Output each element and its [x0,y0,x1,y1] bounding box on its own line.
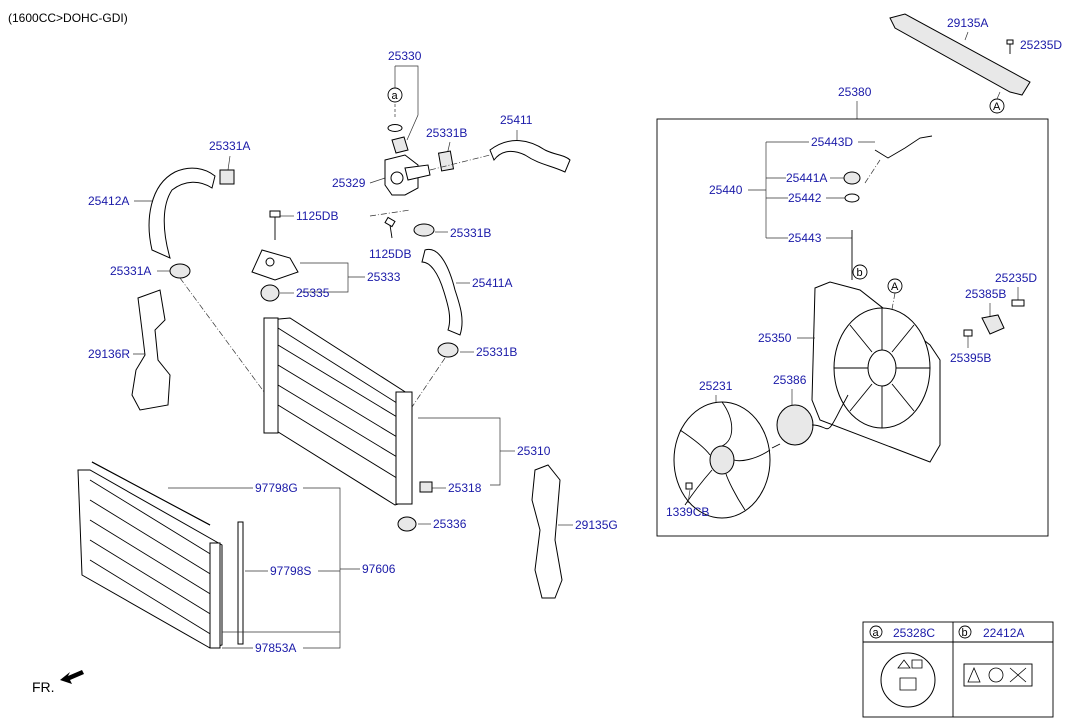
callout-A-fan-text: A [891,281,899,293]
lower-hose [148,167,216,259]
clamp-25331b-mid: 25331B [413,223,491,240]
callout-b [852,264,868,280]
label-97798g[interactable]: 97798G [255,481,298,495]
upper-hose-25411: 25411 [489,113,571,173]
label-29135g[interactable]: 29135G [575,518,618,532]
label-25331a-low[interactable]: 25331A [110,264,151,278]
condenser-core [77,469,223,649]
clamp-25331b-top: 25331B [426,126,491,172]
hose-25411a: 25411A [421,248,512,336]
insulator-25335: 25335 [260,284,330,302]
insulator-25336: 25336 [397,516,467,532]
label-25331b-mid[interactable]: 25331B [450,226,491,240]
clamp-25331b-low: 25331B [409,342,517,411]
label-1125db-a[interactable]: 1125DB [296,209,338,223]
radiator-core [267,317,413,506]
label-25330[interactable]: 25330 [388,49,422,63]
filler-neck-25329: 25329 [332,154,431,196]
label-29136r[interactable]: 29136R [88,347,130,361]
label-25329[interactable]: 25329 [332,176,366,190]
condenser-97606: 97798G 97798S 97606 97853A [77,461,396,655]
o-ring [387,124,403,132]
bracket-mount [251,249,299,281]
label-25331a-top[interactable]: 25331A [209,139,250,153]
label-97853a[interactable]: 97853A [255,641,296,655]
legend-key-a: a [873,627,880,639]
fr-arrow-icon [60,670,84,684]
bolts-1125db: 1125DB 1125DB [269,209,411,261]
radiator-cap [391,136,409,154]
label-25318[interactable]: 25318 [448,481,482,495]
label-25331b-low[interactable]: 25331B [476,345,517,359]
callout-A-top-text: A [993,101,1001,113]
label-25231[interactable]: 25231 [699,379,733,393]
air-guard-29135g: 29135G [531,464,618,599]
label-25235d-top[interactable]: 25235D [1020,38,1062,52]
label-25441a[interactable]: 25441A [786,171,827,185]
label-25386[interactable]: 25386 [773,373,807,387]
label-25335[interactable]: 25335 [296,286,330,300]
radiator-25310: 25310 [263,317,551,506]
mount-25333: 25333 [251,249,401,293]
label-25442[interactable]: 25442 [788,191,822,205]
drain-25318: 25318 [419,481,482,495]
label-25331b-top[interactable]: 25331B [426,126,467,140]
legend-key-b: b [962,627,968,639]
legend-part-b[interactable]: 22412A [983,626,1024,640]
fr-label: FR. [32,679,55,695]
label-25350[interactable]: 25350 [758,331,792,345]
label-25443d[interactable]: 25443D [811,135,853,149]
label-1125db-b[interactable]: 1125DB [369,247,411,261]
reservoir-warning-label-icon [963,663,1033,687]
label-29135a[interactable]: 29135A [947,16,988,30]
label-25380[interactable]: 25380 [838,85,872,99]
upper-hose [489,140,571,173]
front-direction: FR. [32,670,84,695]
air-guard-right [531,464,563,599]
label-25411a[interactable]: 25411A [472,276,512,290]
label-97798s[interactable]: 97798S [270,564,311,578]
label-25411[interactable]: 25411 [500,113,533,127]
air-guard-29136r: 29136R [88,289,171,411]
lower-hose-25411a [421,248,463,336]
callout-a-text: a [392,90,399,102]
label-25333[interactable]: 25333 [367,270,401,284]
label-25440[interactable]: 25440 [709,183,743,197]
label-25235d-right[interactable]: 25235D [995,271,1037,285]
label-25443[interactable]: 25443 [788,231,822,245]
label-97606[interactable]: 97606 [362,562,396,576]
clamp-25331a-top: 25331A [209,139,250,185]
label-1339cb[interactable]: 1339CB [666,505,709,519]
engine-note: (1600CC>DOHC-GDI) [8,11,128,25]
label-25395b[interactable]: 25395B [950,351,991,365]
label-25412a[interactable]: 25412A [88,194,129,208]
top-air-guard [889,13,1031,96]
fan-assembly-25380: 25380 25440 25443D 25441A 25442 25443 b … [656,85,1049,537]
air-guard-29135a: 29135A 25235D A [889,13,1062,114]
label-25385b[interactable]: 25385B [965,287,1006,301]
callout-b-text: b [857,267,863,279]
label-25336[interactable]: 25336 [433,517,467,531]
fan-assembly-box [656,118,1049,537]
callout-a-circle [387,87,403,103]
cap-group-25330: 25330 a [387,49,422,154]
legend-table: a 25328C b 22412A [862,621,1054,718]
cap-warning-label-icon [880,652,936,708]
fan-motor [776,404,814,446]
label-25310[interactable]: 25310 [517,444,551,458]
clamp-25331a-low: 25331A [110,263,271,401]
legend-part-a[interactable]: 25328C [893,626,935,640]
hose-25412a: 25412A [88,167,216,259]
air-guard-left [131,289,171,411]
